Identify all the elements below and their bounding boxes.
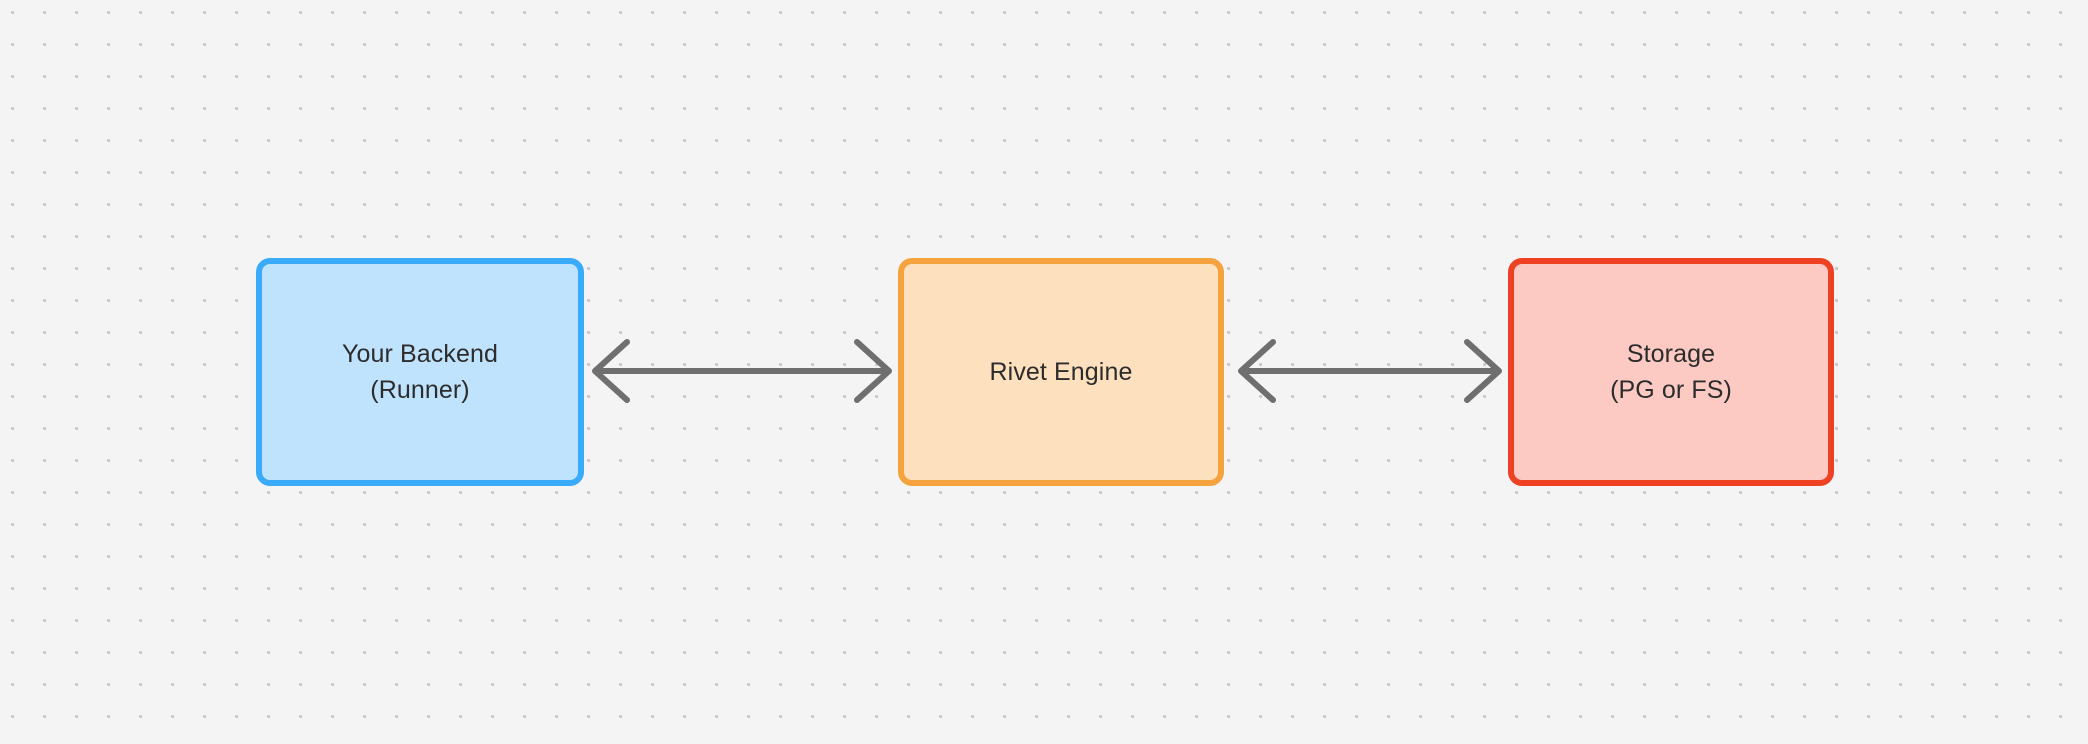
node-rivet-engine[interactable]: Rivet Engine <box>898 258 1224 486</box>
node-your-backend-label-line1: Your Backend <box>342 340 498 368</box>
node-your-backend-label-line2: (Runner) <box>370 376 470 404</box>
node-storage-label-line2: (PG or FS) <box>1610 376 1732 404</box>
node-rivet-engine-label-line1: Rivet Engine <box>989 358 1133 386</box>
edge-engine-storage-arrowhead-right <box>1464 339 1502 403</box>
edge-engine-storage-arrowhead-left <box>1238 339 1276 403</box>
edge-backend-engine-arrowhead-left <box>592 339 630 403</box>
node-storage-label-line1: Storage <box>1626 340 1716 368</box>
edge-backend-engine-arrowhead-right <box>854 339 892 403</box>
node-your-backend[interactable]: Your Backend (Runner) <box>256 258 584 486</box>
node-storage[interactable]: Storage (PG or FS) <box>1508 258 1834 486</box>
